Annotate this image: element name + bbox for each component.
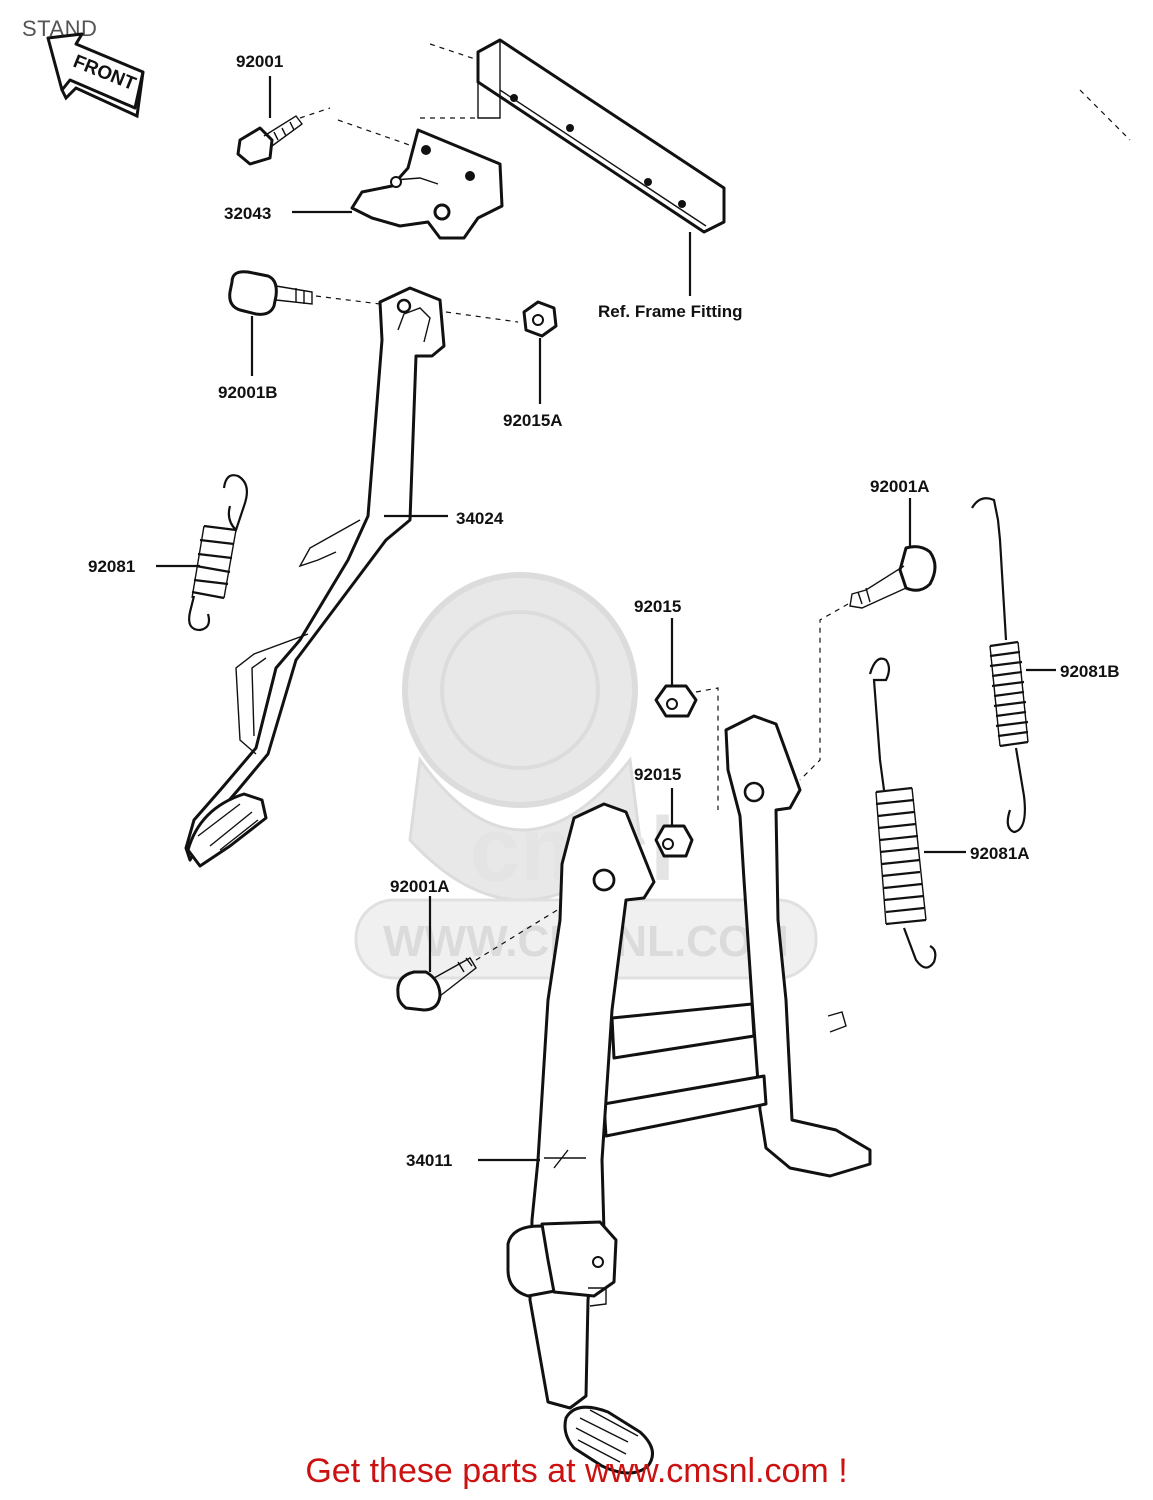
label-92001B: 92001B	[218, 383, 278, 402]
label-92081B: 92081B	[1060, 662, 1120, 681]
label-92015A: 92015A	[503, 411, 563, 430]
nut-92015-upper-icon	[654, 684, 719, 810]
spring-92081B-icon	[971, 497, 1029, 834]
label-92081A: 92081A	[970, 844, 1030, 863]
label-ref-frame-fitting: Ref. Frame Fitting	[598, 302, 743, 321]
label-92015-lower: 92015	[634, 765, 681, 784]
label-34024: 34024	[456, 509, 504, 528]
label-92001A-top: 92001A	[870, 477, 930, 496]
label-92081: 92081	[88, 557, 135, 576]
footer-link[interactable]: Get these parts at www.cmsnl.com !	[305, 1452, 848, 1490]
bolt-92001B-icon	[228, 270, 381, 316]
bolt-92001A-top-icon	[799, 545, 937, 781]
bracket-32043-icon	[350, 128, 504, 240]
spring-92081A-icon	[868, 657, 937, 969]
label-92001: 92001	[236, 52, 283, 71]
nut-92015-lower-icon	[654, 824, 694, 858]
frame-fitting	[420, 38, 1131, 234]
leader-lines	[156, 76, 1056, 1162]
side-stand-34024-icon	[184, 286, 446, 868]
main-stand-34011-icon	[506, 714, 872, 1475]
label-32043: 32043	[224, 204, 271, 223]
front-arrow-icon: FRONT	[46, 32, 145, 119]
label-92001A-bottom: 92001A	[390, 877, 450, 896]
label-34011: 34011	[406, 1151, 452, 1170]
spring-92081-icon	[188, 474, 249, 632]
label-92015-upper: 92015	[634, 597, 681, 616]
nut-92015A-icon	[445, 300, 558, 338]
bolt-92001-icon	[236, 107, 419, 166]
